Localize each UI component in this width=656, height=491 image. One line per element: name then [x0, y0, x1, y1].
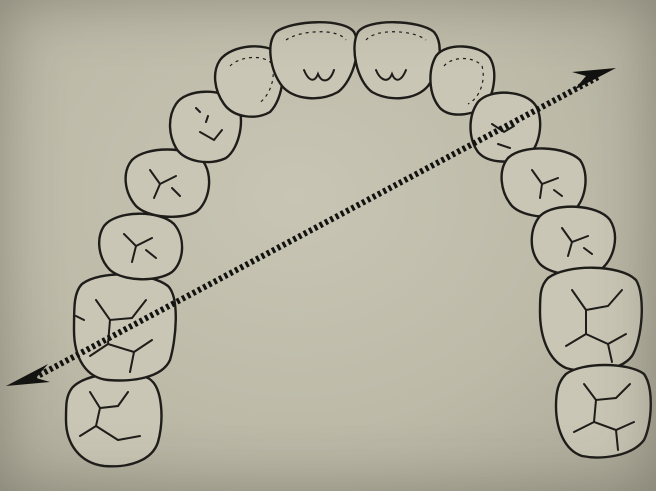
reference-axis-arrowhead-left: [6, 364, 50, 386]
tooth-left-central-incisor: [270, 22, 357, 98]
reference-axis-arrowhead-right: [572, 68, 616, 90]
tooth-right-central-incisor: [354, 22, 439, 98]
tooth-right-second-molar: [556, 365, 651, 457]
tooth-left-second-premolar: [99, 214, 182, 280]
tooth-left-second-molar: [66, 373, 161, 466]
tooth-right-first-molar: [540, 268, 642, 371]
tooth-right-second-premolar: [532, 207, 615, 275]
